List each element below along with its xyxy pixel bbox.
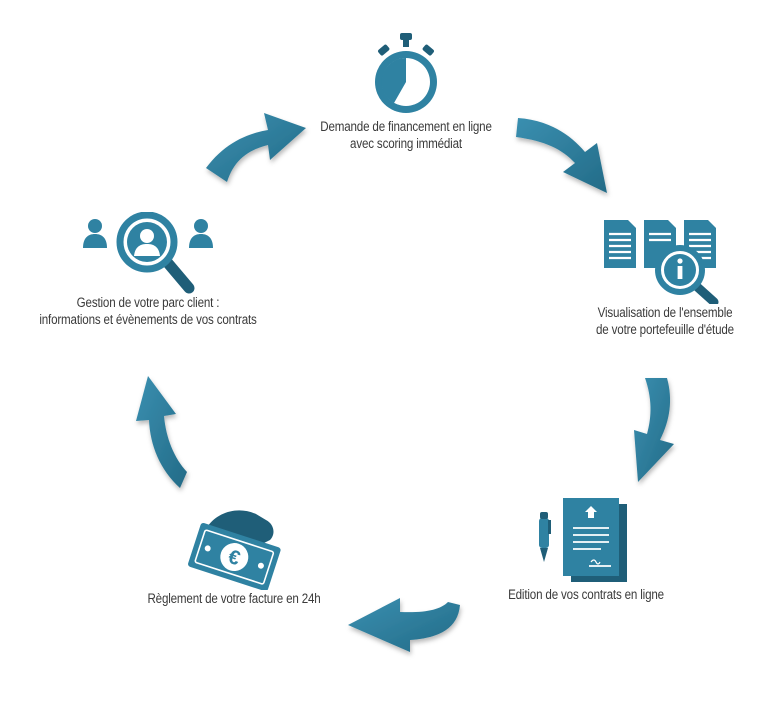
cycle-arrow-5 — [136, 376, 187, 488]
contract-pen-icon — [539, 498, 627, 582]
cycle-arrow-4 — [348, 598, 460, 652]
step-3-line-1: Edition de vos contrats en ligne — [508, 587, 664, 602]
cycle-arrow-3 — [634, 378, 674, 482]
step-4: € Règlement de votre facture en 24h — [128, 504, 340, 607]
documents-info-search-icon — [604, 220, 719, 304]
step-5-line-2: informations et évènements de vos contra… — [39, 312, 257, 327]
step-5: Gestion de votre parc client : informati… — [20, 212, 276, 328]
step-4-line-1: Règlement de votre facture en 24h — [147, 591, 321, 606]
step-2-line-1: Visualisation de l'ensemble — [597, 305, 733, 320]
step-1-line-1: Demande de financement en ligne — [320, 119, 492, 134]
step-1: Demande de financement en ligne avec sco… — [290, 32, 522, 152]
step-5-line-1: Gestion de votre parc client : — [76, 295, 220, 310]
pen-icon — [539, 512, 551, 562]
stopwatch-icon — [375, 33, 437, 113]
step-2-line-2: de votre portefeuille d'étude — [596, 322, 734, 337]
step-2: Visualisation de l'ensemble de votre por… — [560, 214, 770, 338]
cycle-arrow-1 — [206, 113, 306, 182]
cycle-arrow-2 — [516, 118, 607, 193]
client-search-icon — [83, 212, 213, 294]
step-3: Edition de vos contrats en ligne — [484, 492, 688, 603]
person-left-icon — [83, 219, 107, 248]
euro-banknote-hand-icon: € — [188, 510, 281, 590]
person-right-icon — [189, 219, 213, 248]
step-1-line-2: avec scoring immédiat — [350, 136, 462, 151]
